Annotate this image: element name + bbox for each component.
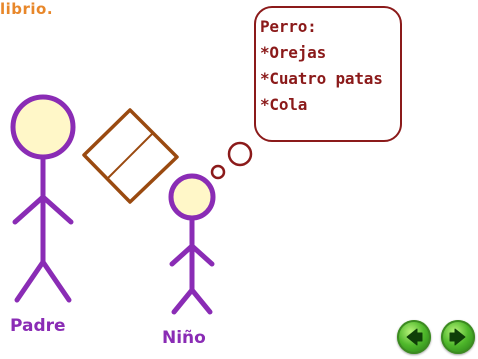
thought-line-title: Perro:: [260, 17, 317, 36]
child-left-arm: [169, 243, 195, 267]
thought-line-legs: *Cuatro patas: [260, 69, 383, 88]
parent-label: Padre: [10, 316, 66, 336]
child-label: Niño: [162, 328, 206, 348]
back-button[interactable]: [397, 320, 431, 354]
forward-button[interactable]: [441, 320, 475, 354]
book-icon: [82, 108, 179, 204]
parent-head: [10, 94, 76, 160]
arrow-left-icon: [406, 328, 423, 346]
child-left-leg: [171, 287, 195, 315]
thought-trail-small: [210, 164, 226, 180]
parent-right-leg: [40, 259, 72, 303]
child-right-arm: [189, 243, 215, 267]
arrow-right-icon: [449, 328, 466, 346]
child-right-leg: [189, 287, 213, 315]
child-figure: [168, 173, 216, 315]
thought-bubble: Perro: *Orejas *Cuatro patas *Cola: [254, 6, 402, 142]
page-caption: librio.: [0, 0, 54, 18]
parent-left-arm: [12, 194, 46, 225]
parent-figure: [10, 94, 76, 303]
thought-trail-large: [227, 141, 253, 167]
thought-line-ears: *Orejas: [260, 43, 327, 62]
thought-line-tail: *Cola: [260, 95, 308, 114]
parent-left-leg: [14, 259, 46, 303]
child-head: [168, 173, 216, 221]
parent-right-arm: [40, 194, 74, 225]
